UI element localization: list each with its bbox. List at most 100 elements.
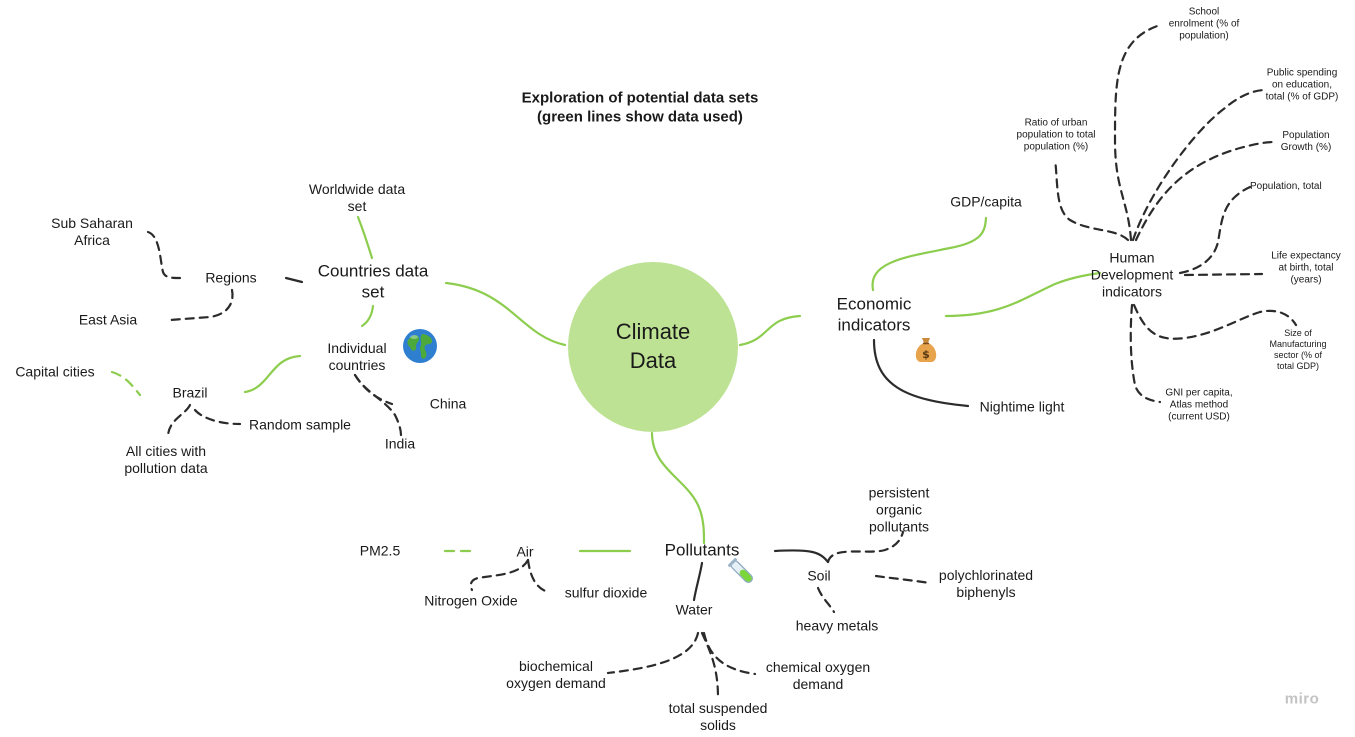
node-manufacturing-line-2: Manufacturing [1269, 339, 1327, 350]
node-cod-line-1: chemical oxygen [765, 658, 871, 675]
link-hdi-public [1131, 88, 1267, 242]
node-sub-saharan-line-1: Sub Saharan [51, 214, 133, 231]
node-individual-line-1: Individual [327, 339, 387, 356]
node-persistent-line-1: persistent [868, 484, 930, 501]
miro-watermark-logo: miro [1284, 690, 1320, 708]
node-pop-growth-line-1: Population [1282, 129, 1330, 141]
node-pcb-line-1: polychlorinated [938, 566, 1034, 583]
money-bag-icon: $ [915, 338, 937, 362]
link-countries-individual [360, 304, 375, 328]
link-brazil-capital [110, 370, 142, 397]
link-air-sulfur [526, 558, 550, 594]
node-worldwide-line-1: Worldwide data [308, 180, 406, 197]
link-individual-china [353, 373, 394, 406]
link-brazil-allcities [166, 403, 192, 439]
link-hdi-ratio [1053, 158, 1130, 242]
central-node-climate-data[interactable]: Climate Data [568, 262, 738, 432]
node-countries-data-set[interactable]: Countries data set [318, 261, 429, 302]
node-india[interactable]: India [384, 435, 416, 452]
link-countries-worldwide [356, 215, 374, 260]
node-ratio-urban-population[interactable]: Ratio of urban population to total popul… [1017, 118, 1096, 155]
node-pcb-line-2: biphenyls [956, 584, 1016, 600]
node-life-expectancy[interactable]: Life expectancy at birth, total (years) [1271, 251, 1341, 288]
node-all-cities-line-2: pollution data [124, 460, 208, 476]
node-polychlorinated-biphenyls[interactable]: polychlorinated biphenyls [939, 567, 1033, 601]
link-water-cod [702, 631, 757, 676]
node-sulfur-dioxide[interactable]: sulfur dioxide [564, 584, 648, 601]
link-pollutants-water [692, 561, 704, 602]
node-nitrogen-oxide[interactable]: Nitrogen Oxide [424, 592, 518, 609]
node-public-spending-line-3: total (% of GDP) [1265, 92, 1339, 104]
node-public-spending-education[interactable]: Public spending on education, total (% o… [1266, 68, 1339, 105]
node-manufacturing-sector-size[interactable]: Size of Manufacturing sector (% of total… [1269, 328, 1326, 372]
node-gni-per-capita[interactable]: GNI per capita, Atlas method (current US… [1165, 388, 1232, 425]
link-soil-heavy [816, 586, 836, 614]
link-soil-persistent [826, 530, 905, 564]
node-nightime-light[interactable]: Nightime light [979, 398, 1065, 415]
node-ratio-urban-line-1: Ratio of urban [1024, 117, 1088, 129]
node-china[interactable]: China [429, 395, 467, 412]
node-chemical-oxygen-demand[interactable]: chemical oxygen demand [766, 659, 870, 693]
node-gni-line-3: (current USD) [1168, 412, 1230, 424]
node-all-cities-line-1: All cities with [125, 442, 207, 459]
node-countries-line-1: Countries data [317, 261, 429, 281]
node-human-development-indicators[interactable]: Human Development indicators [1091, 249, 1174, 300]
node-heavy-metals[interactable]: heavy metals [795, 617, 879, 634]
node-population-total[interactable]: Population, total [1250, 180, 1322, 192]
node-water[interactable]: Water [675, 601, 713, 618]
link-water-tss [700, 631, 720, 700]
node-soil[interactable]: Soil [807, 567, 831, 584]
link-economic-gdp [871, 216, 988, 292]
node-total-suspended-solids[interactable]: total suspended solids [669, 700, 768, 734]
node-sub-saharan-line-2: Africa [74, 232, 110, 248]
node-gni-line-1: GNI per capita, [1165, 387, 1233, 399]
central-node-line-1: Climate [615, 319, 691, 345]
node-school-enrolment[interactable]: School enrolment (% of population) [1169, 7, 1240, 44]
node-pm25[interactable]: PM2.5 [359, 542, 401, 559]
title-line-1: Exploration of potential data sets [521, 89, 759, 107]
node-capital-cities[interactable]: Capital cities [15, 363, 95, 380]
node-cod-line-2: demand [792, 676, 844, 692]
node-hdi-line-2: Development [1090, 266, 1174, 283]
node-economic-line-1: Economic [836, 294, 912, 314]
node-east-asia[interactable]: East Asia [78, 311, 138, 328]
node-manufacturing-line-3: sector (% of [1273, 350, 1323, 360]
node-life-exp-line-3: (years) [1290, 275, 1322, 287]
test-tube-icon [727, 557, 753, 583]
title-line-2: (green lines show data used) [537, 108, 743, 125]
node-bod-line-2: oxygen demand [506, 675, 606, 691]
node-persistent-organic-pollutants[interactable]: persistent organic pollutants [869, 484, 930, 535]
link-hdi-poptotal [1178, 185, 1252, 275]
link-center-economic [738, 314, 802, 347]
link-hdi-school [1113, 23, 1162, 242]
node-manufacturing-line-4: total GDP) [1276, 360, 1320, 371]
link-brazil-random [193, 408, 242, 426]
node-gdp-per-capita[interactable]: GDP/capita [950, 193, 1022, 210]
node-regions[interactable]: Regions [205, 269, 257, 286]
node-public-spending-line-1: Public spending [1266, 67, 1338, 79]
node-individual-countries[interactable]: Individual countries [327, 340, 386, 374]
node-air[interactable]: Air [516, 543, 534, 560]
node-public-spending-line-2: on education, [1271, 79, 1333, 91]
node-persistent-line-2: organic [876, 501, 922, 518]
link-air-nitrogen [469, 558, 530, 592]
node-random-sample[interactable]: Random sample [249, 416, 351, 433]
node-economic-line-2: indicators [837, 315, 911, 334]
node-pop-growth-line-2: Growth (%) [1280, 142, 1332, 153]
node-sub-saharan-africa[interactable]: Sub Saharan Africa [51, 215, 133, 249]
link-individual-brazil [243, 354, 302, 394]
node-tss-line-1: total suspended [668, 699, 768, 716]
node-brazil[interactable]: Brazil [172, 384, 208, 401]
node-economic-indicators[interactable]: Economic indicators [837, 294, 912, 335]
node-all-cities-with-pollution-data[interactable]: All cities with pollution data [124, 443, 207, 477]
node-biochemical-oxygen-demand[interactable]: biochemical oxygen demand [506, 658, 606, 692]
node-pollutants[interactable]: Pollutants [664, 540, 740, 560]
node-worldwide-data-set[interactable]: Worldwide data set [309, 181, 405, 215]
node-persistent-line-3: pollutants [869, 518, 929, 535]
link-hdi-gni [1129, 303, 1162, 404]
node-worldwide-line-2: set [347, 198, 367, 214]
node-population-growth[interactable]: Population Growth (%) [1281, 130, 1332, 154]
node-hdi-line-1: Human [1109, 249, 1155, 266]
node-tss-line-2: solids [700, 717, 736, 733]
